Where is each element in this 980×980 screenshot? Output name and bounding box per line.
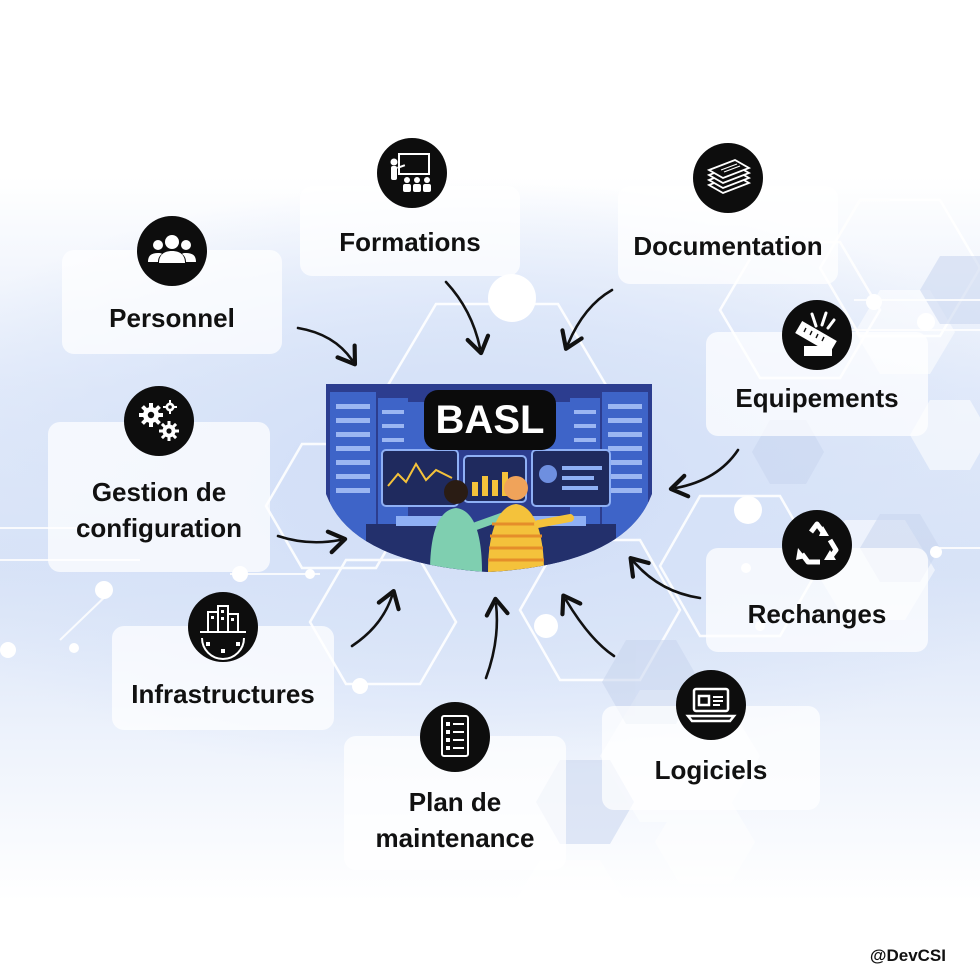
personnel-label: Personnel <box>109 303 235 333</box>
formations-label: Formations <box>339 227 481 257</box>
gestion-label-line2: configuration <box>75 513 243 543</box>
author-handle: @DevCSI <box>869 946 946 965</box>
rechanges-label: Rechanges <box>747 599 887 629</box>
plan-label-line1: Plan de <box>408 787 502 817</box>
infrastructures-label: Infrastructures <box>131 679 315 709</box>
people-group-icon <box>137 216 207 286</box>
documentation-label: Documentation <box>633 231 823 261</box>
gestion-label-line1: Gestion de <box>91 477 227 507</box>
logiciels-label: Logiciels <box>654 755 768 785</box>
arrow-rechanges <box>628 555 702 600</box>
arrow-logiciels <box>560 593 616 658</box>
arrow-gestion <box>276 529 348 555</box>
recycle-icon <box>782 510 852 580</box>
tools-toolbox-icon <box>782 300 852 370</box>
laptop-software-icon <box>676 670 746 740</box>
equipements-label: Equipements <box>735 383 899 413</box>
document-stack-icon <box>693 143 763 213</box>
buildings-gear-icon <box>188 592 258 662</box>
arrow-equipements <box>668 448 740 499</box>
presentation-training-icon <box>377 138 447 208</box>
checklist-icon <box>420 702 490 772</box>
center-title: BASL <box>424 390 556 450</box>
arrow-infrastructures <box>350 588 401 648</box>
plan-label-line2: maintenance <box>375 823 535 853</box>
arrow-plan <box>484 596 510 680</box>
arrow-formations <box>444 280 491 356</box>
arrow-personnel <box>296 326 358 367</box>
gears-icon <box>124 386 194 456</box>
arrow-documentation <box>560 288 614 351</box>
